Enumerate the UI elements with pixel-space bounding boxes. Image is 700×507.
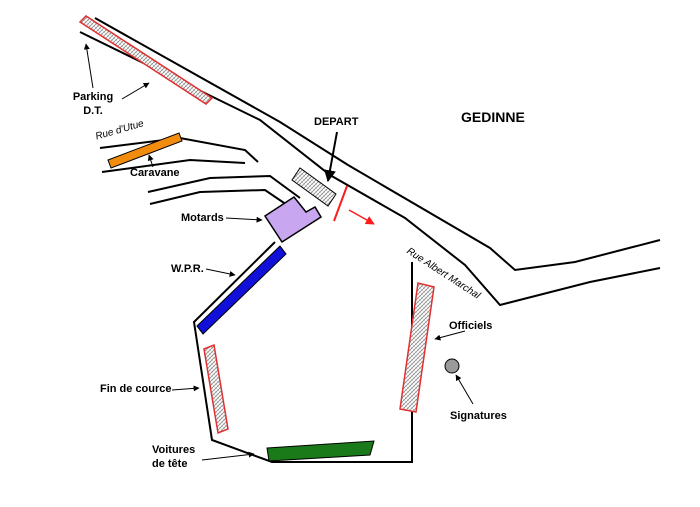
- road-lines: [79, 17, 661, 463]
- fin-de-course-pointer-arrow: [171, 385, 200, 392]
- start-line: [333, 185, 348, 222]
- officiels-area: [399, 282, 435, 413]
- voitures-pointer-arrow: [201, 451, 255, 461]
- parking-dt-area: [78, 15, 214, 105]
- road-side-lower: [149, 188, 291, 208]
- depart-label: DEPART: [314, 116, 359, 128]
- parking-pointer-arrow: [83, 43, 94, 89]
- motards-area: [263, 195, 323, 244]
- fin-de-course-area: [203, 343, 229, 435]
- parking-dt-label: Parking D.T.: [70, 90, 116, 118]
- label-arrows: [83, 43, 474, 461]
- parking-dt-label-line1: Parking: [72, 91, 114, 103]
- wpr-label: W.P.R.: [171, 263, 204, 275]
- signatures-label: Signatures: [450, 410, 507, 422]
- paddock-outline: [192, 241, 413, 463]
- signatures-pointer-arrow: [455, 374, 474, 405]
- direction-arrow: [348, 209, 375, 225]
- road-rue-utue-upper: [99, 136, 259, 163]
- road-main-upper-edge: [94, 17, 661, 272]
- road-main-lower-edge: [79, 31, 661, 307]
- voitures-de-tete-label-line2: de tête: [152, 458, 188, 470]
- fin-de-course-label: Fin de cource: [100, 383, 172, 395]
- motards-pointer-arrow: [225, 216, 263, 223]
- wpr-area: [196, 245, 287, 335]
- voitures-de-tete-label: Voitures de tête: [152, 443, 195, 471]
- parking-pointer-arrow-2: [121, 82, 150, 100]
- parking-dt-label-line2: D.T.: [83, 105, 103, 117]
- depart-area: [291, 167, 337, 207]
- voitures-de-tete-area: [266, 440, 375, 462]
- wpr-pointer-arrow: [205, 268, 236, 277]
- signatures-point: [444, 358, 460, 374]
- caravane-label: Caravane: [130, 167, 180, 179]
- depart-pointer-arrow: [324, 131, 338, 183]
- road-side-upper: [147, 174, 301, 199]
- road-rue-utue-lower: [101, 158, 246, 173]
- officiels-label: Officiels: [449, 320, 493, 332]
- caravane-pointer-arrow: [147, 154, 154, 168]
- town-name: GEDINNE: [461, 109, 525, 125]
- caravane-area: [107, 132, 183, 169]
- officiels-pointer-arrow: [434, 330, 466, 341]
- voitures-de-tete-label-line1: Voitures: [152, 444, 196, 456]
- motards-label: Motards: [181, 212, 224, 224]
